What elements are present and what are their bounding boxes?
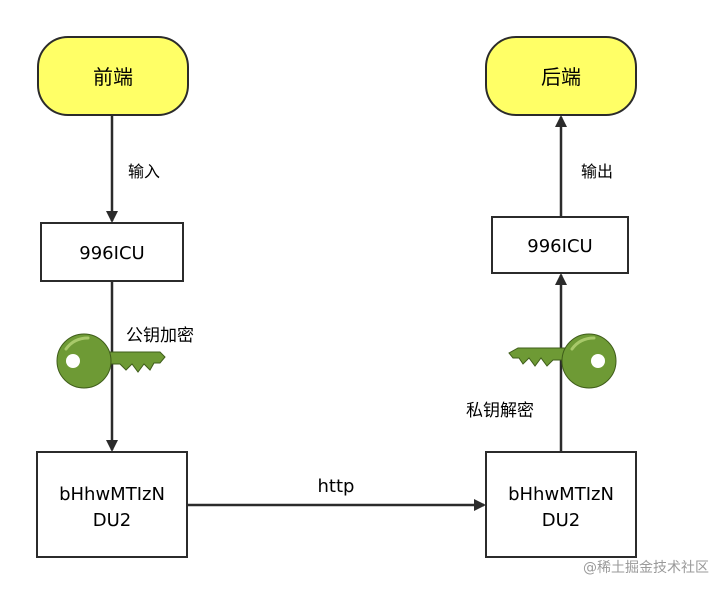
ciphertext-left-line2: DU2 [93,510,132,531]
ciphertext-left-line1: bHhwMTIzN [59,484,165,505]
ciphertext-left-node: bHhwMTIzN DU2 [36,451,188,558]
plaintext-right-node: 996ICU [491,216,629,274]
frontend-label: 前端 [93,65,133,89]
encrypt-label: 公钥加密 [126,326,194,346]
output-label: 输出 [581,162,613,181]
ciphertext-right-line1: bHhwMTIzN [508,484,614,505]
public-key-icon [56,333,166,389]
backend-node: 后端 [485,36,637,116]
ciphertext-right-node: bHhwMTIzN DU2 [485,451,637,558]
ciphertext-right-line2: DU2 [542,510,581,531]
watermark: @稀土掘金技术社区 [583,560,709,576]
plaintext-left-label: 996ICU [79,243,144,264]
plaintext-left-node: 996ICU [40,222,184,282]
input-label: 输入 [128,162,160,181]
backend-label: 后端 [541,65,581,89]
http-label: http [318,476,355,497]
private-key-icon [508,333,617,389]
decrypt-label: 私钥解密 [466,401,534,421]
plaintext-right-label: 996ICU [527,236,592,257]
frontend-node: 前端 [37,36,189,116]
